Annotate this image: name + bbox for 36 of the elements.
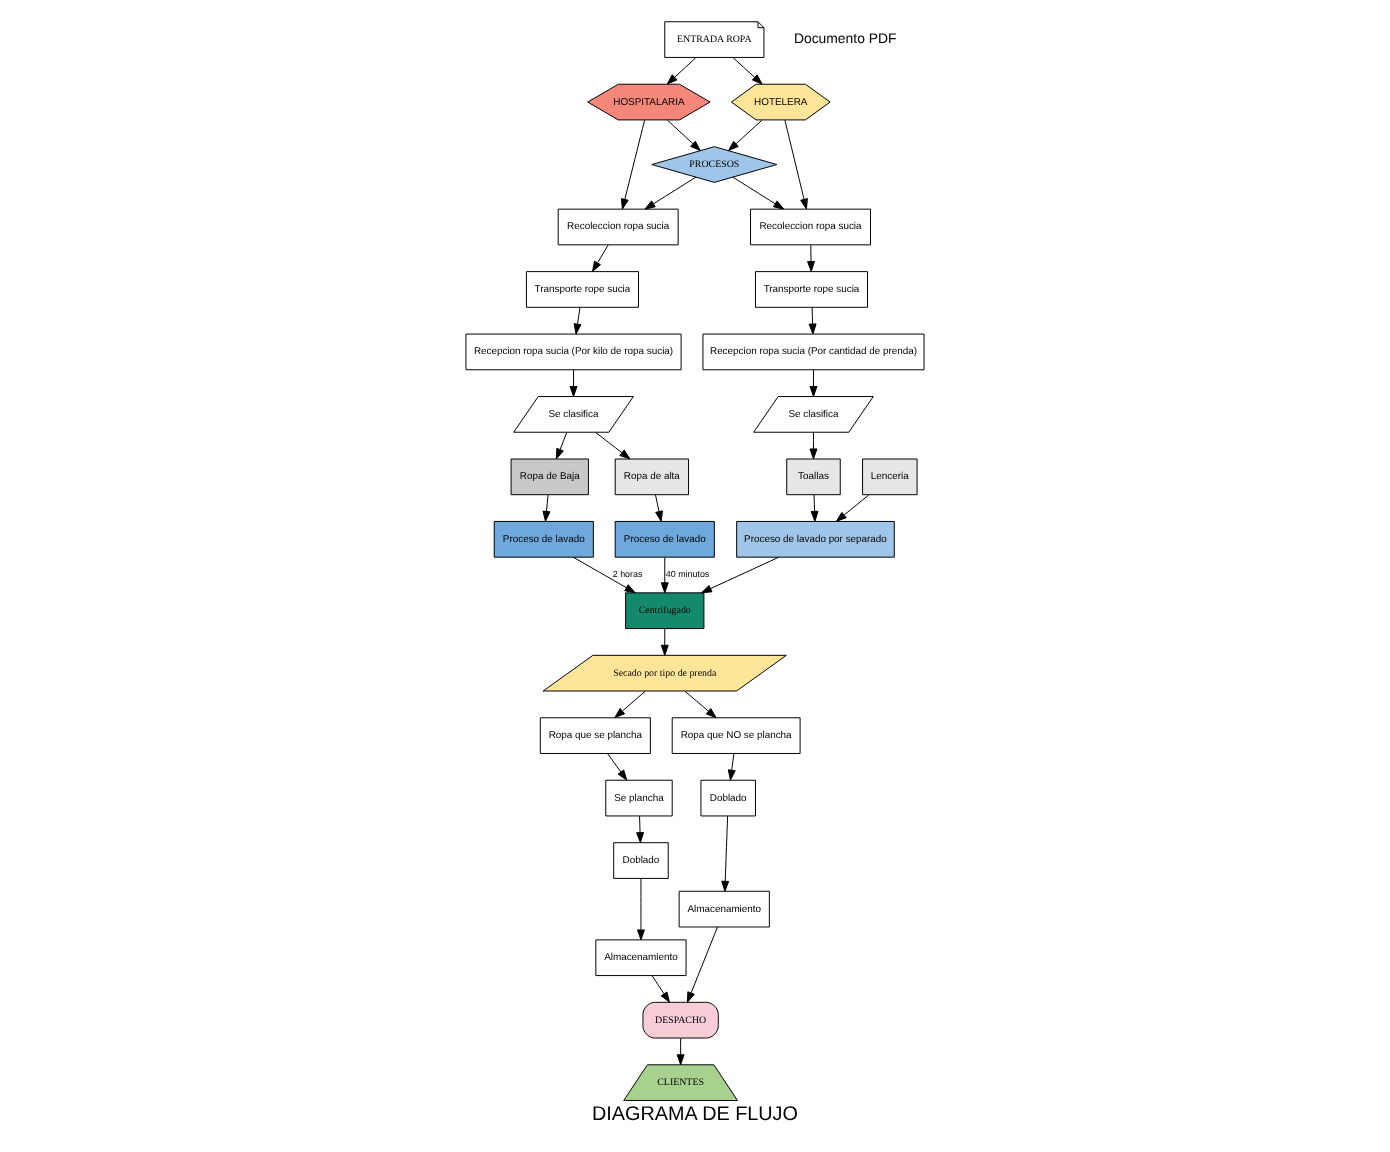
arrow [542, 494, 551, 522]
arrow [807, 244, 815, 272]
arrow [569, 369, 578, 397]
arrow [660, 556, 669, 594]
arrow [721, 815, 730, 892]
arrow [614, 690, 646, 719]
arrow [686, 926, 718, 1003]
arrow [808, 307, 817, 335]
diagram-title: DIAGRAMA DE FLUJO [592, 1104, 798, 1127]
arrow [810, 494, 819, 522]
arrow [667, 119, 701, 152]
arrow [555, 432, 568, 460]
arrow [732, 176, 785, 210]
arrow [809, 432, 818, 460]
arrow [637, 878, 645, 941]
arrow [607, 753, 628, 781]
arrow [660, 628, 669, 656]
arrow [835, 494, 870, 522]
arrow [620, 119, 646, 210]
arrow [784, 119, 808, 210]
arrow [592, 244, 609, 272]
arrow [666, 57, 697, 85]
arrow [728, 119, 763, 152]
arrow [676, 1037, 685, 1066]
arrow [651, 975, 670, 1003]
arrow [701, 556, 780, 594]
arrow [573, 307, 582, 335]
arrow [732, 57, 763, 85]
arrow [644, 176, 697, 210]
arrow [595, 432, 631, 460]
arrow [655, 494, 663, 522]
arrow [727, 753, 736, 781]
arrow [809, 369, 818, 397]
arrow [572, 556, 636, 594]
arrow [684, 690, 717, 719]
arrow [636, 815, 645, 844]
